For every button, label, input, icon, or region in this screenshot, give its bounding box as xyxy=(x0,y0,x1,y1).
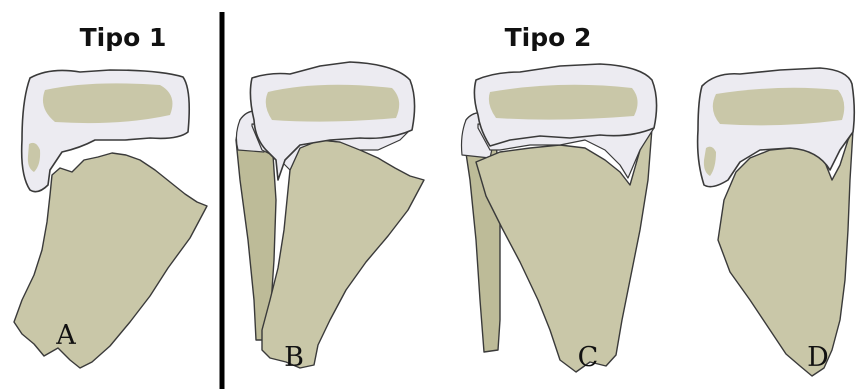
panel-c-label: C xyxy=(578,342,599,373)
group-title-tipo-1: Tipo 1 xyxy=(80,23,167,52)
panel-c-marrow xyxy=(489,85,638,120)
panel-d-illustration: D xyxy=(698,68,855,376)
panel-d-label: D xyxy=(807,342,829,373)
panel-b-marrow xyxy=(266,85,399,122)
panel-b-illustration: B xyxy=(236,62,424,373)
panel-b-label: B xyxy=(284,342,304,373)
group-title-tipo-2: Tipo 2 xyxy=(505,23,592,52)
panel-b-tibia xyxy=(262,140,424,368)
panel-a-label: A xyxy=(55,320,76,351)
panel-d-metaphysis xyxy=(718,130,853,376)
panel-a-illustration: A xyxy=(14,70,207,368)
panel-c-illustration: C xyxy=(462,64,657,373)
panel-a-marrow xyxy=(43,83,173,123)
panel-d-marrow xyxy=(713,88,844,126)
